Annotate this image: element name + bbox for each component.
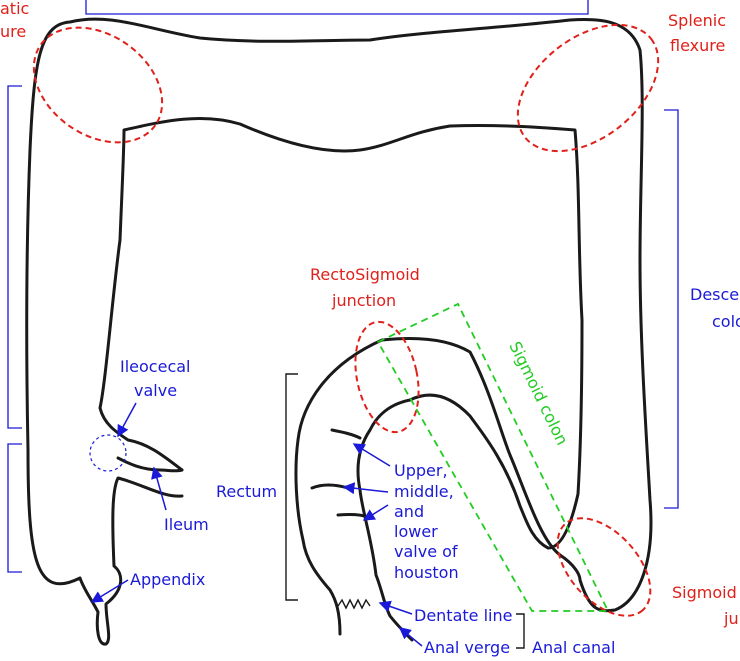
rectosigmoid-ellipse	[354, 320, 420, 434]
appendix-label: Appendix	[130, 570, 205, 589]
cecum-bracket	[7, 443, 22, 573]
hepatic-flexure-label-2: ure	[0, 22, 26, 41]
splenic-flexure-label-1: Splenic	[668, 11, 726, 30]
upper-valve-arrow	[352, 443, 391, 467]
descending-colon-label-1: Descen	[690, 285, 740, 304]
anal-verge-arrow	[398, 627, 423, 647]
descending-colon-label-2: colo	[712, 312, 740, 331]
houston-valves-label-4: lower	[394, 522, 438, 541]
rectosigmoid-label-1: RectoSigmoid	[310, 265, 420, 284]
anal-verge-label: Anal verge	[424, 638, 510, 657]
houston-valves-label-3: and	[394, 502, 424, 521]
rectum-label: Rectum	[216, 482, 277, 501]
sigmoid-junction-ellipse	[556, 517, 652, 617]
middle-valve-arrow	[342, 482, 389, 495]
ileum-arrow	[151, 466, 167, 511]
splenic-flexure-ellipse	[516, 23, 660, 153]
houston-valves-label-5: valve of	[394, 542, 458, 561]
appendix-arrow	[90, 579, 129, 603]
rectosigmoid-label-2: junction	[331, 291, 396, 310]
descending-colon-bracket	[664, 109, 679, 509]
colon-outer-wall	[25, 17, 653, 646]
transverse-colon-bracket	[85, 0, 589, 15]
hepatic-flexure-ellipse	[32, 26, 164, 144]
dentate-line-label: Dentate line	[414, 606, 512, 625]
upper-houston-valve	[330, 428, 362, 440]
houston-valves-label-2: middle,	[394, 482, 454, 501]
ileocecal-valve-arrow	[117, 402, 137, 438]
ascending-colon-bracket	[7, 85, 22, 429]
splenic-flexure-label-2: flexure	[670, 36, 725, 55]
rectum-bracket	[285, 373, 298, 601]
sigmoid-junction-label-2: ju	[723, 609, 739, 628]
lower-valve-arrow	[362, 504, 389, 521]
ileocecal-valve-label-2: valve	[134, 381, 177, 400]
sigmoid-junction-label-1: Sigmoid	[672, 583, 737, 602]
dentate-line-zigzag	[337, 598, 371, 610]
houston-valves-label-6: houston	[394, 563, 459, 582]
ileocecal-valve-circle	[89, 434, 127, 472]
sigmoid-colon-label: Sigmoid colon	[505, 338, 572, 448]
houston-valves-label-1: Upper,	[394, 461, 448, 480]
ileocecal-valve-label-1: Ileocecal	[120, 357, 190, 376]
hepatic-flexure-label-1: atic	[0, 0, 29, 18]
anal-canal-label: Anal canal	[532, 638, 615, 657]
anal-canal-bracket	[516, 613, 525, 649]
ileum-label: Ileum	[164, 515, 209, 534]
dentate-line-arrow	[378, 600, 413, 615]
middle-houston-valve	[310, 483, 350, 490]
